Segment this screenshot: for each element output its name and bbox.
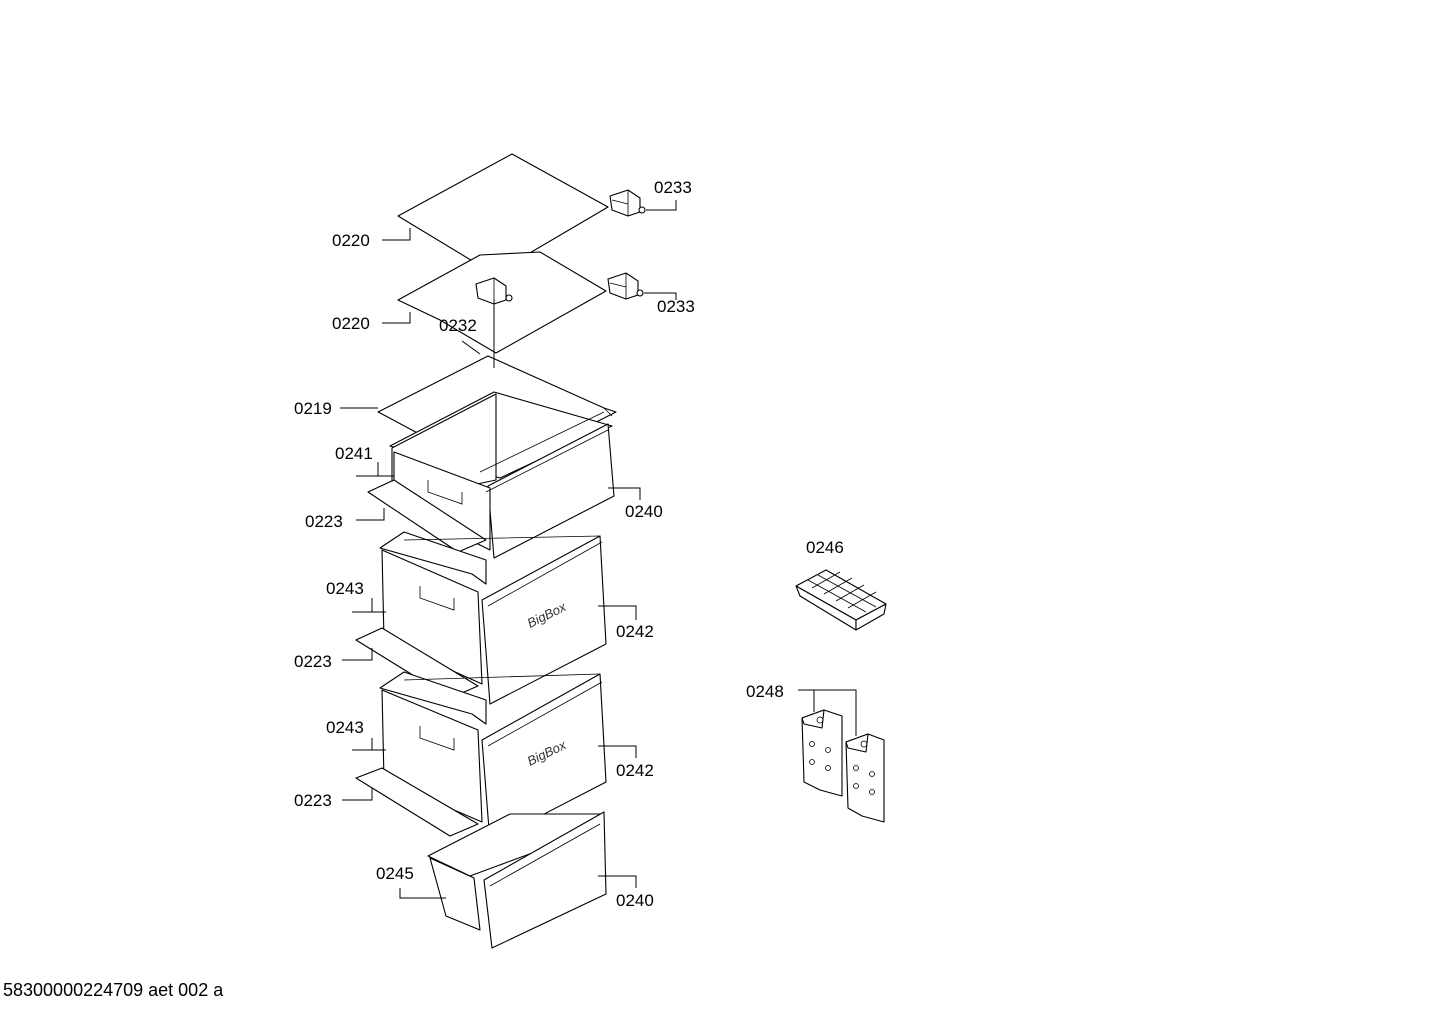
- label-0248: 0248: [746, 682, 784, 701]
- divider-plate-1: [367, 479, 487, 553]
- label-0246: 0246: [806, 538, 844, 557]
- label-0243: 0243: [326, 718, 364, 737]
- label-0233: 0233: [657, 297, 695, 316]
- document-id: 58300000224709 aet 002 a: [3, 980, 224, 1000]
- bigbox-drawer-middle: BigBox: [379, 531, 607, 705]
- label-0233: 0233: [654, 178, 692, 197]
- label-0245: 0245: [376, 864, 414, 883]
- label-0242: 0242: [616, 761, 654, 780]
- label-0220: 0220: [332, 231, 370, 250]
- ice-cube-tray: [795, 569, 887, 631]
- label-0220: 0220: [332, 314, 370, 333]
- label-0223: 0223: [305, 512, 343, 531]
- drawer-upper-small: [389, 391, 615, 559]
- label-0223: 0223: [294, 652, 332, 671]
- label-0241: 0241: [335, 444, 373, 463]
- label-0240: 0240: [616, 891, 654, 910]
- label-0232: 0232: [439, 316, 477, 335]
- label-0240: 0240: [625, 502, 663, 521]
- shelf-bracket-lower: [607, 272, 644, 300]
- shelf-bracket-upper: [609, 189, 646, 217]
- cold-pack-right: [845, 733, 885, 823]
- glass-shelf-top: [397, 153, 609, 275]
- callout-labels: 0220 0220 0232 0233 0233 0219 0241 0223 …: [294, 178, 844, 910]
- bottom-drawer: [427, 811, 607, 949]
- label-0243: 0243: [326, 579, 364, 598]
- leader-lines: [340, 200, 857, 899]
- cold-pack-left: [801, 709, 843, 797]
- divider-plate-3: [355, 767, 479, 837]
- glass-shelf-second: [397, 251, 607, 354]
- label-0242: 0242: [616, 622, 654, 641]
- label-0223: 0223: [294, 791, 332, 810]
- label-0219: 0219: [294, 399, 332, 418]
